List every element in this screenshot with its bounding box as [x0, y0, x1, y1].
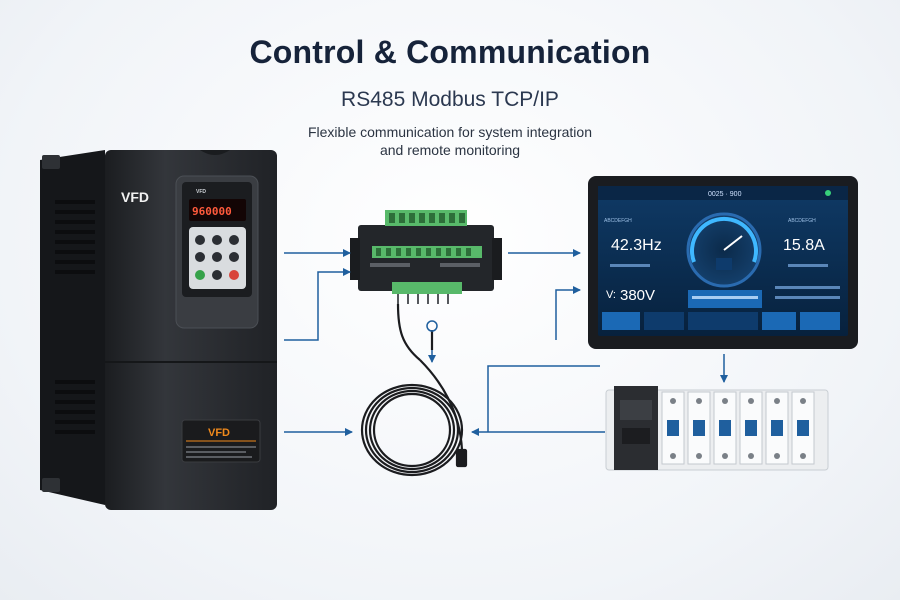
- hmi-top-bar-text: 0025 · 900: [708, 191, 742, 198]
- hmi-frequency-value: 42.3Hz: [611, 237, 662, 254]
- hmi-tile[interactable]: [762, 312, 796, 330]
- vfd-keypad-buttons: [195, 235, 239, 280]
- status-led-icon: [825, 190, 831, 196]
- hmi-voltage-value: 380V: [620, 287, 655, 304]
- vfd-drive: VFD 960000 VFD VFD: [40, 150, 277, 510]
- description-line-2: and remote monitoring: [379, 142, 521, 158]
- io-terminal-module: [350, 210, 502, 304]
- line-cable-branch: [487, 365, 600, 432]
- svg-text:ABCDEFGH: ABCDEFGH: [604, 218, 632, 224]
- vfd-display-value: 960000: [192, 205, 232, 218]
- vfd-mount-tab: [42, 155, 60, 169]
- svg-text:VFD: VFD: [196, 189, 206, 195]
- hmi-tile[interactable]: [800, 312, 840, 330]
- hmi-tile[interactable]: [644, 312, 684, 330]
- page-subtitle: RS485 Modbus TCP/IP: [341, 88, 559, 111]
- keypad-button[interactable]: [212, 235, 222, 245]
- cable-connector-ring: [426, 320, 438, 332]
- hmi-current-value: 15.8A: [783, 237, 825, 254]
- hmi-gauge-arc: [690, 216, 758, 263]
- hmi-tile[interactable]: [688, 312, 758, 330]
- vfd-mount-tab: [42, 478, 60, 492]
- description-line-1: Flexible communication for system integr…: [307, 124, 592, 140]
- keypad-button[interactable]: [212, 270, 222, 280]
- keypad-run-button[interactable]: [195, 270, 205, 280]
- hmi-tile[interactable]: [602, 312, 640, 330]
- connection-arrows: [284, 249, 728, 436]
- circuit-breaker-panel: [605, 386, 829, 471]
- terminal-block-top: [385, 210, 467, 226]
- keypad-stop-button[interactable]: [229, 270, 239, 280]
- hmi-gauge-needle: [723, 235, 743, 251]
- vfd-label-top: VFD: [121, 189, 149, 205]
- vfd-side-panel: [40, 150, 105, 505]
- hmi-voltage-prefix: V:: [606, 289, 616, 301]
- keypad-button[interactable]: [229, 252, 239, 262]
- keypad-button[interactable]: [212, 252, 222, 262]
- page-description: Flexible communication for system integr…: [0, 123, 900, 159]
- keypad-button[interactable]: [195, 235, 205, 245]
- hmi-touch-panel: 0025 · 900 ABCDEFGH 42.3Hz ABCDEFGH 15.8…: [588, 176, 858, 349]
- vfd-label-plate: VFD: [208, 427, 230, 439]
- keypad-button[interactable]: [229, 235, 239, 245]
- vfd-display: [189, 199, 246, 221]
- svg-text:ABCDEFGH: ABCDEFGH: [788, 218, 816, 224]
- arrow-vfd-to-module-2: [284, 268, 351, 341]
- page-title: Control & Communication: [249, 34, 651, 70]
- keypad-button[interactable]: [195, 252, 205, 262]
- arrow-to-hmi: [555, 286, 581, 340]
- terminal-block-bottom: [392, 282, 462, 294]
- communication-cable: [360, 303, 468, 477]
- cable-plug: [455, 448, 468, 468]
